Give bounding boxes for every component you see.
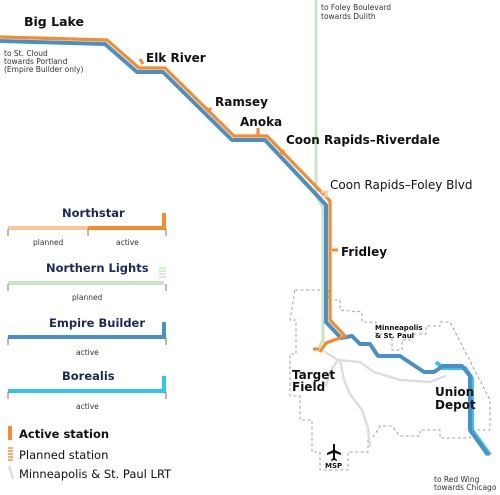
- legend-empire-builder: Empire Builder active: [7, 316, 167, 357]
- station-coon-rapids-foley: Coon Rapids–Foley Blvd: [330, 178, 472, 192]
- airplane-icon: [327, 444, 341, 461]
- station-coon-rapids-riverdale: Coon Rapids–Riverdale: [286, 133, 440, 147]
- legend-northstar-active: active: [116, 238, 139, 247]
- station-anoka: Anoka: [240, 115, 282, 129]
- legend-empire-builder-title: Empire Builder: [49, 316, 145, 330]
- planned-station-marks: [321, 190, 328, 198]
- note-stcloud-2: towards Portland: [4, 57, 68, 66]
- legend-borealis-active: active: [76, 402, 99, 411]
- note-foley-2: towards Dulith: [321, 12, 376, 21]
- station-union-depot-line1: Union: [435, 385, 474, 399]
- note-foley-1: to Foley Boulevard: [321, 3, 391, 12]
- legend-northstar-planned: planned: [33, 238, 64, 247]
- note-cities-2: & St. Paul: [375, 332, 414, 340]
- note-cities-1: Minneapolis: [375, 324, 423, 332]
- note-stcloud-1: to St. Cloud: [4, 49, 48, 58]
- legend-northern-lights: Northern Lights planned: [7, 261, 167, 302]
- station-target-field-line2: Field: [292, 380, 325, 394]
- legend-planned-station: Planned station: [19, 448, 108, 462]
- station-elk-river: Elk River: [146, 51, 206, 65]
- legend-northstar: Northstar planned active: [7, 206, 167, 247]
- note-stcloud-3: (Empire Builder only): [4, 65, 84, 74]
- legend-borealis: Borealis active: [7, 369, 167, 411]
- airport-label: MSP: [325, 462, 342, 470]
- empire-builder-line: [0, 39, 490, 457]
- station-fridley: Fridley: [341, 245, 387, 259]
- note-redwing-2: towards Chicago: [434, 483, 497, 492]
- northern-lights-line: [314, 0, 325, 351]
- station-target-field-line1: Target: [292, 368, 335, 382]
- legend-active-station: Active station: [19, 427, 109, 441]
- legend-lrt: Minneapolis & St. Paul LRT: [19, 467, 172, 481]
- legend-northern-lights-title: Northern Lights: [46, 261, 149, 275]
- legend-northstar-title: Northstar: [62, 206, 125, 220]
- note-redwing-1: to Red Wing: [434, 475, 480, 484]
- station-ramsey: Ramsey: [215, 95, 268, 109]
- station-big-lake: Big Lake: [24, 14, 84, 29]
- legend-northern-lights-planned: planned: [72, 293, 103, 302]
- legend-empire-builder-active: active: [76, 348, 99, 357]
- northstar-line: [0, 35, 347, 353]
- legend-borealis-title: Borealis: [62, 369, 115, 383]
- legend-keys: Active station Planned station Minneapol…: [7, 426, 172, 481]
- station-union-depot-line2: Depot: [435, 398, 476, 412]
- city-boundary: [289, 289, 491, 471]
- lrt-lines: [323, 350, 447, 448]
- station-ticks: [138, 58, 338, 351]
